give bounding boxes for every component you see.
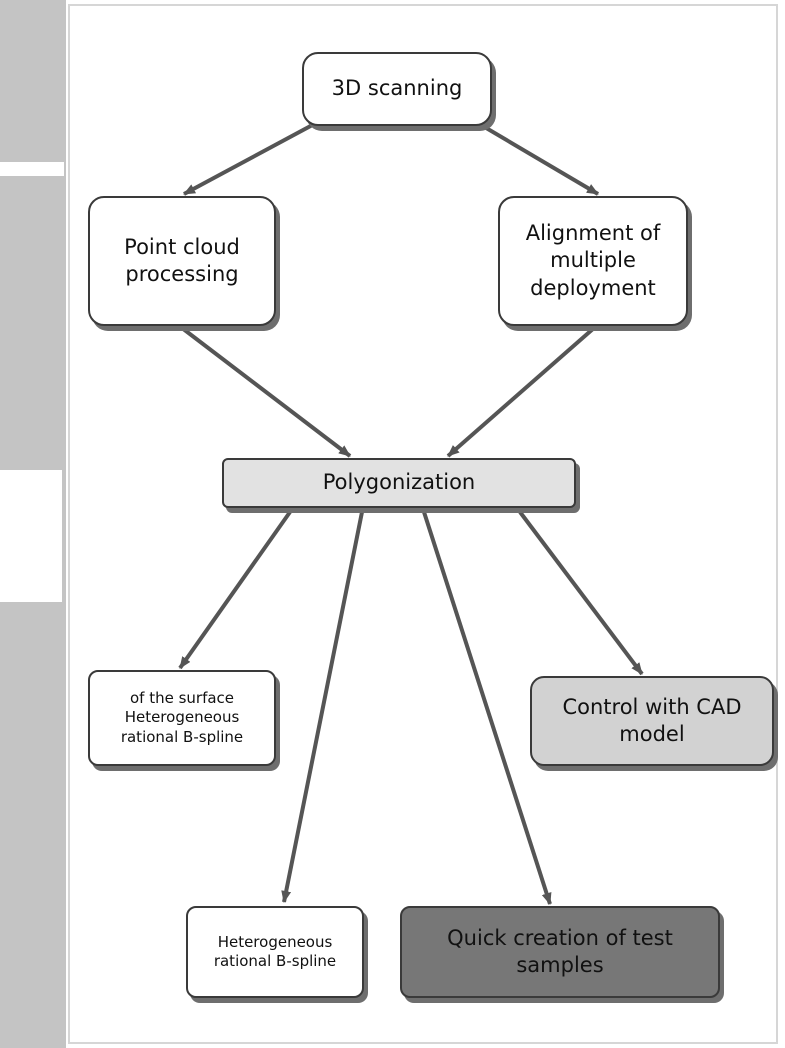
node-quick-creation-of-test-samples: Quick creation of test samples: [400, 906, 720, 998]
node-rational-line-2: rational B-spline: [213, 952, 337, 970]
diagram-frame: [68, 4, 778, 1044]
node-alignment-line-1: Alignment of: [525, 221, 661, 246]
node-control-with-cad-model: Control with CAD model: [530, 676, 774, 766]
node-cad-line-1: Control with CAD: [562, 694, 742, 719]
node-quick-line-2: samples: [516, 953, 604, 977]
edge-polygonization-to-quick: [422, 511, 552, 905]
node-point-cloud-processing: Point cloud processing: [88, 196, 276, 326]
edge-polygonization-to-rational: [281, 511, 364, 903]
edge-polygonization-to-surface: [178, 510, 292, 670]
node-point-cloud-line-2: processing: [125, 262, 239, 286]
node-polygonization: Polygonization: [222, 458, 576, 508]
node-rational-line-1: Heterogeneous: [217, 932, 333, 951]
node-cad-line-2: model: [619, 722, 685, 746]
node-point-cloud-line-1: Point cloud: [124, 234, 240, 259]
node-quick-line-1: Quick creation of test: [447, 925, 673, 950]
node-3d-scanning: 3D scanning: [302, 52, 492, 126]
node-heterogeneous-rational-b-spline: Heterogeneous rational B-spline: [186, 906, 364, 998]
edge-point-cloud-to-polygonization: [180, 326, 352, 458]
node-alignment-of-multiple-deployment: Alignment of multiple deployment: [498, 196, 688, 326]
edge-scan-to-point-cloud: [183, 120, 319, 196]
node-polygonization-label: Polygonization: [322, 470, 476, 495]
node-surface-b-spline: of the surface Heterogeneous rational B-…: [88, 670, 276, 766]
node-surface-line-1: of the surface: [129, 688, 235, 707]
edge-alignment-to-polygonization: [446, 326, 596, 458]
node-surface-line-2: Heterogeneous: [124, 708, 240, 727]
node-alignment-line-3: deployment: [530, 275, 656, 300]
sidebar-gap-middle: [0, 470, 62, 602]
node-alignment-line-2: multiple: [550, 248, 636, 273]
edge-scan-to-alignment: [474, 120, 600, 196]
node-surface-line-3: rational B-spline: [120, 727, 244, 746]
sidebar-gap-top: [0, 162, 64, 176]
edge-polygonization-to-cad: [518, 510, 644, 676]
node-3d-scanning-label: 3D scanning: [331, 76, 463, 101]
